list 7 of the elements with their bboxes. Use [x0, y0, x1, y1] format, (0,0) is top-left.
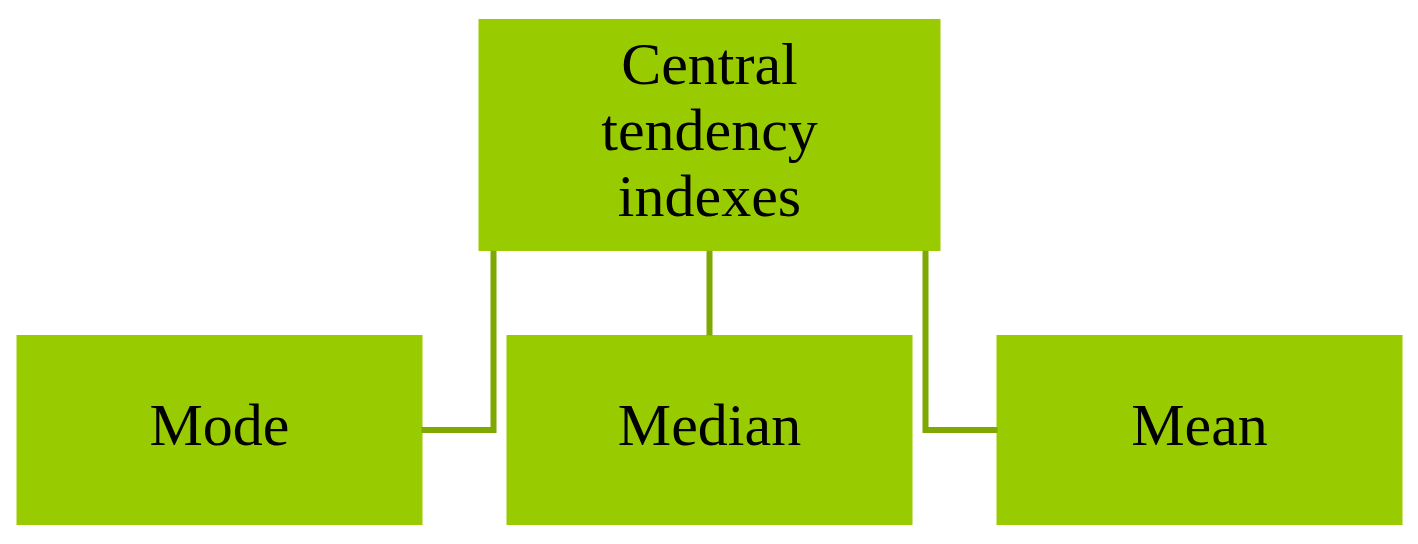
- node-box: Mean: [996, 335, 1402, 525]
- node-box: Mode: [16, 335, 422, 525]
- connector: [706, 250, 712, 336]
- connector: [421, 250, 496, 433]
- connector: [922, 250, 997, 433]
- node-box: Central tendency indexes: [478, 19, 940, 251]
- node-box: Median: [506, 335, 912, 525]
